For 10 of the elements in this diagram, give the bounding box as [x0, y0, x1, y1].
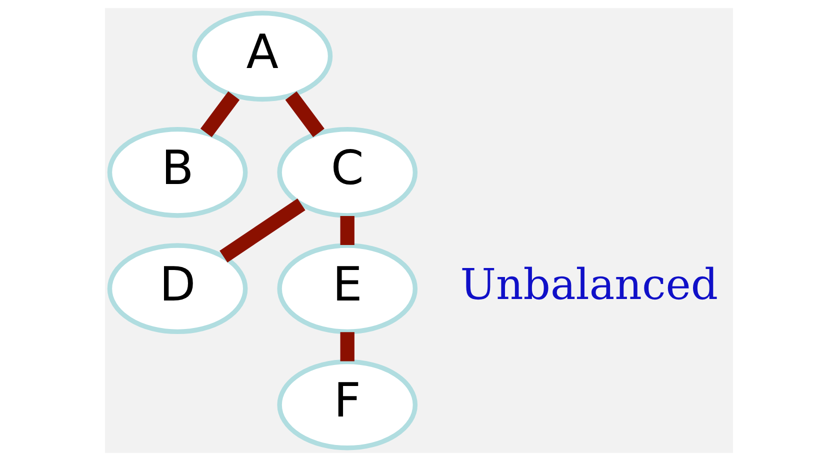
node-ellipse: D: [107, 243, 248, 334]
connector: [220, 198, 306, 262]
node-ellipse: C: [277, 126, 418, 218]
node-ellipse: A: [192, 10, 333, 102]
connector: [200, 91, 240, 138]
node-ellipse: F: [277, 359, 418, 450]
connector: [285, 91, 324, 138]
node-ellipse: E: [277, 243, 418, 334]
label: Unbalanced: [460, 260, 718, 310]
node-ellipse: B: [107, 126, 248, 218]
